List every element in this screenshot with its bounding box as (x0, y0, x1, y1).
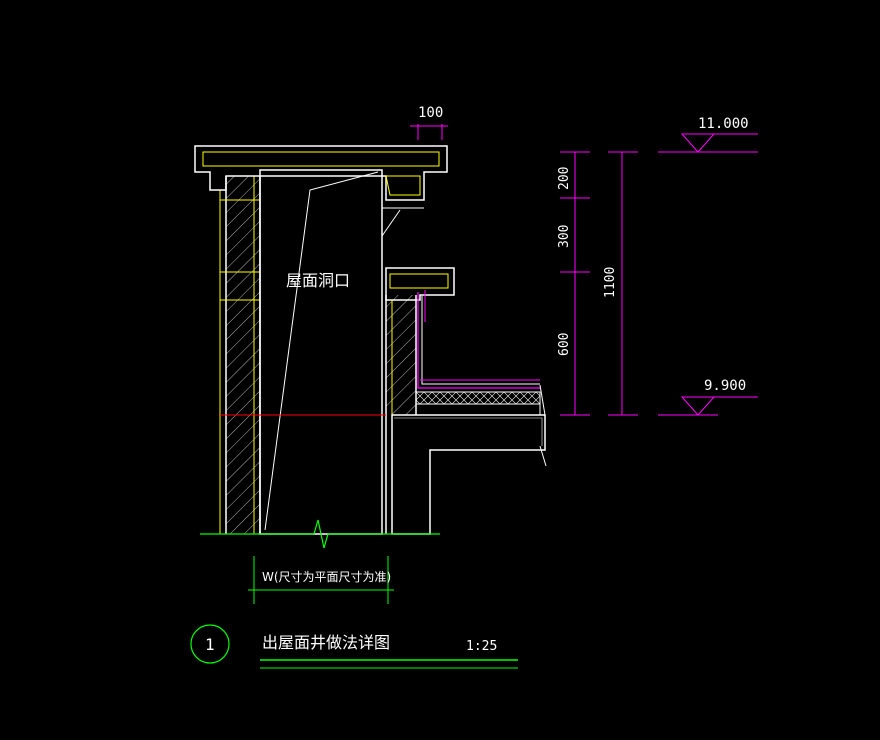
detail-scale: 1:25 (466, 639, 497, 654)
ground-line (200, 519, 440, 549)
detail-number-circle (190, 624, 230, 664)
elevation-bottom-label: 9.900 (704, 378, 746, 394)
roof-slab (220, 414, 547, 535)
detail-title: 出屋面井做法详图 (262, 633, 390, 652)
top-cap-slab (194, 145, 448, 201)
roof-layers (415, 384, 546, 416)
top-dimension: 100 (410, 105, 448, 140)
dim-600-label: 600 (557, 333, 572, 356)
dim-200-label: 200 (557, 167, 572, 190)
dim-1100-label: 1100 (603, 267, 618, 298)
vertical-dimensions: 200 300 600 1100 (557, 151, 638, 416)
width-note-label: W(尺寸为平面尺寸为准) (262, 570, 391, 584)
detail-number: 1 (205, 635, 215, 654)
dim-300-label: 300 (557, 225, 572, 248)
dim-100-label: 100 (418, 105, 443, 121)
left-wall (219, 176, 261, 534)
title-block: 1 出屋面井做法详图 1:25 (190, 624, 518, 669)
opening-label: 屋面洞口 (286, 271, 350, 290)
waterproof-flashing (417, 290, 540, 389)
elevation-top-marker: 11.000 (658, 116, 758, 153)
elevation-top-label: 11.000 (698, 116, 749, 132)
width-dimension: W(尺寸为平面尺寸为准) (248, 556, 394, 604)
elevation-bottom-marker: 9.900 (658, 378, 758, 416)
